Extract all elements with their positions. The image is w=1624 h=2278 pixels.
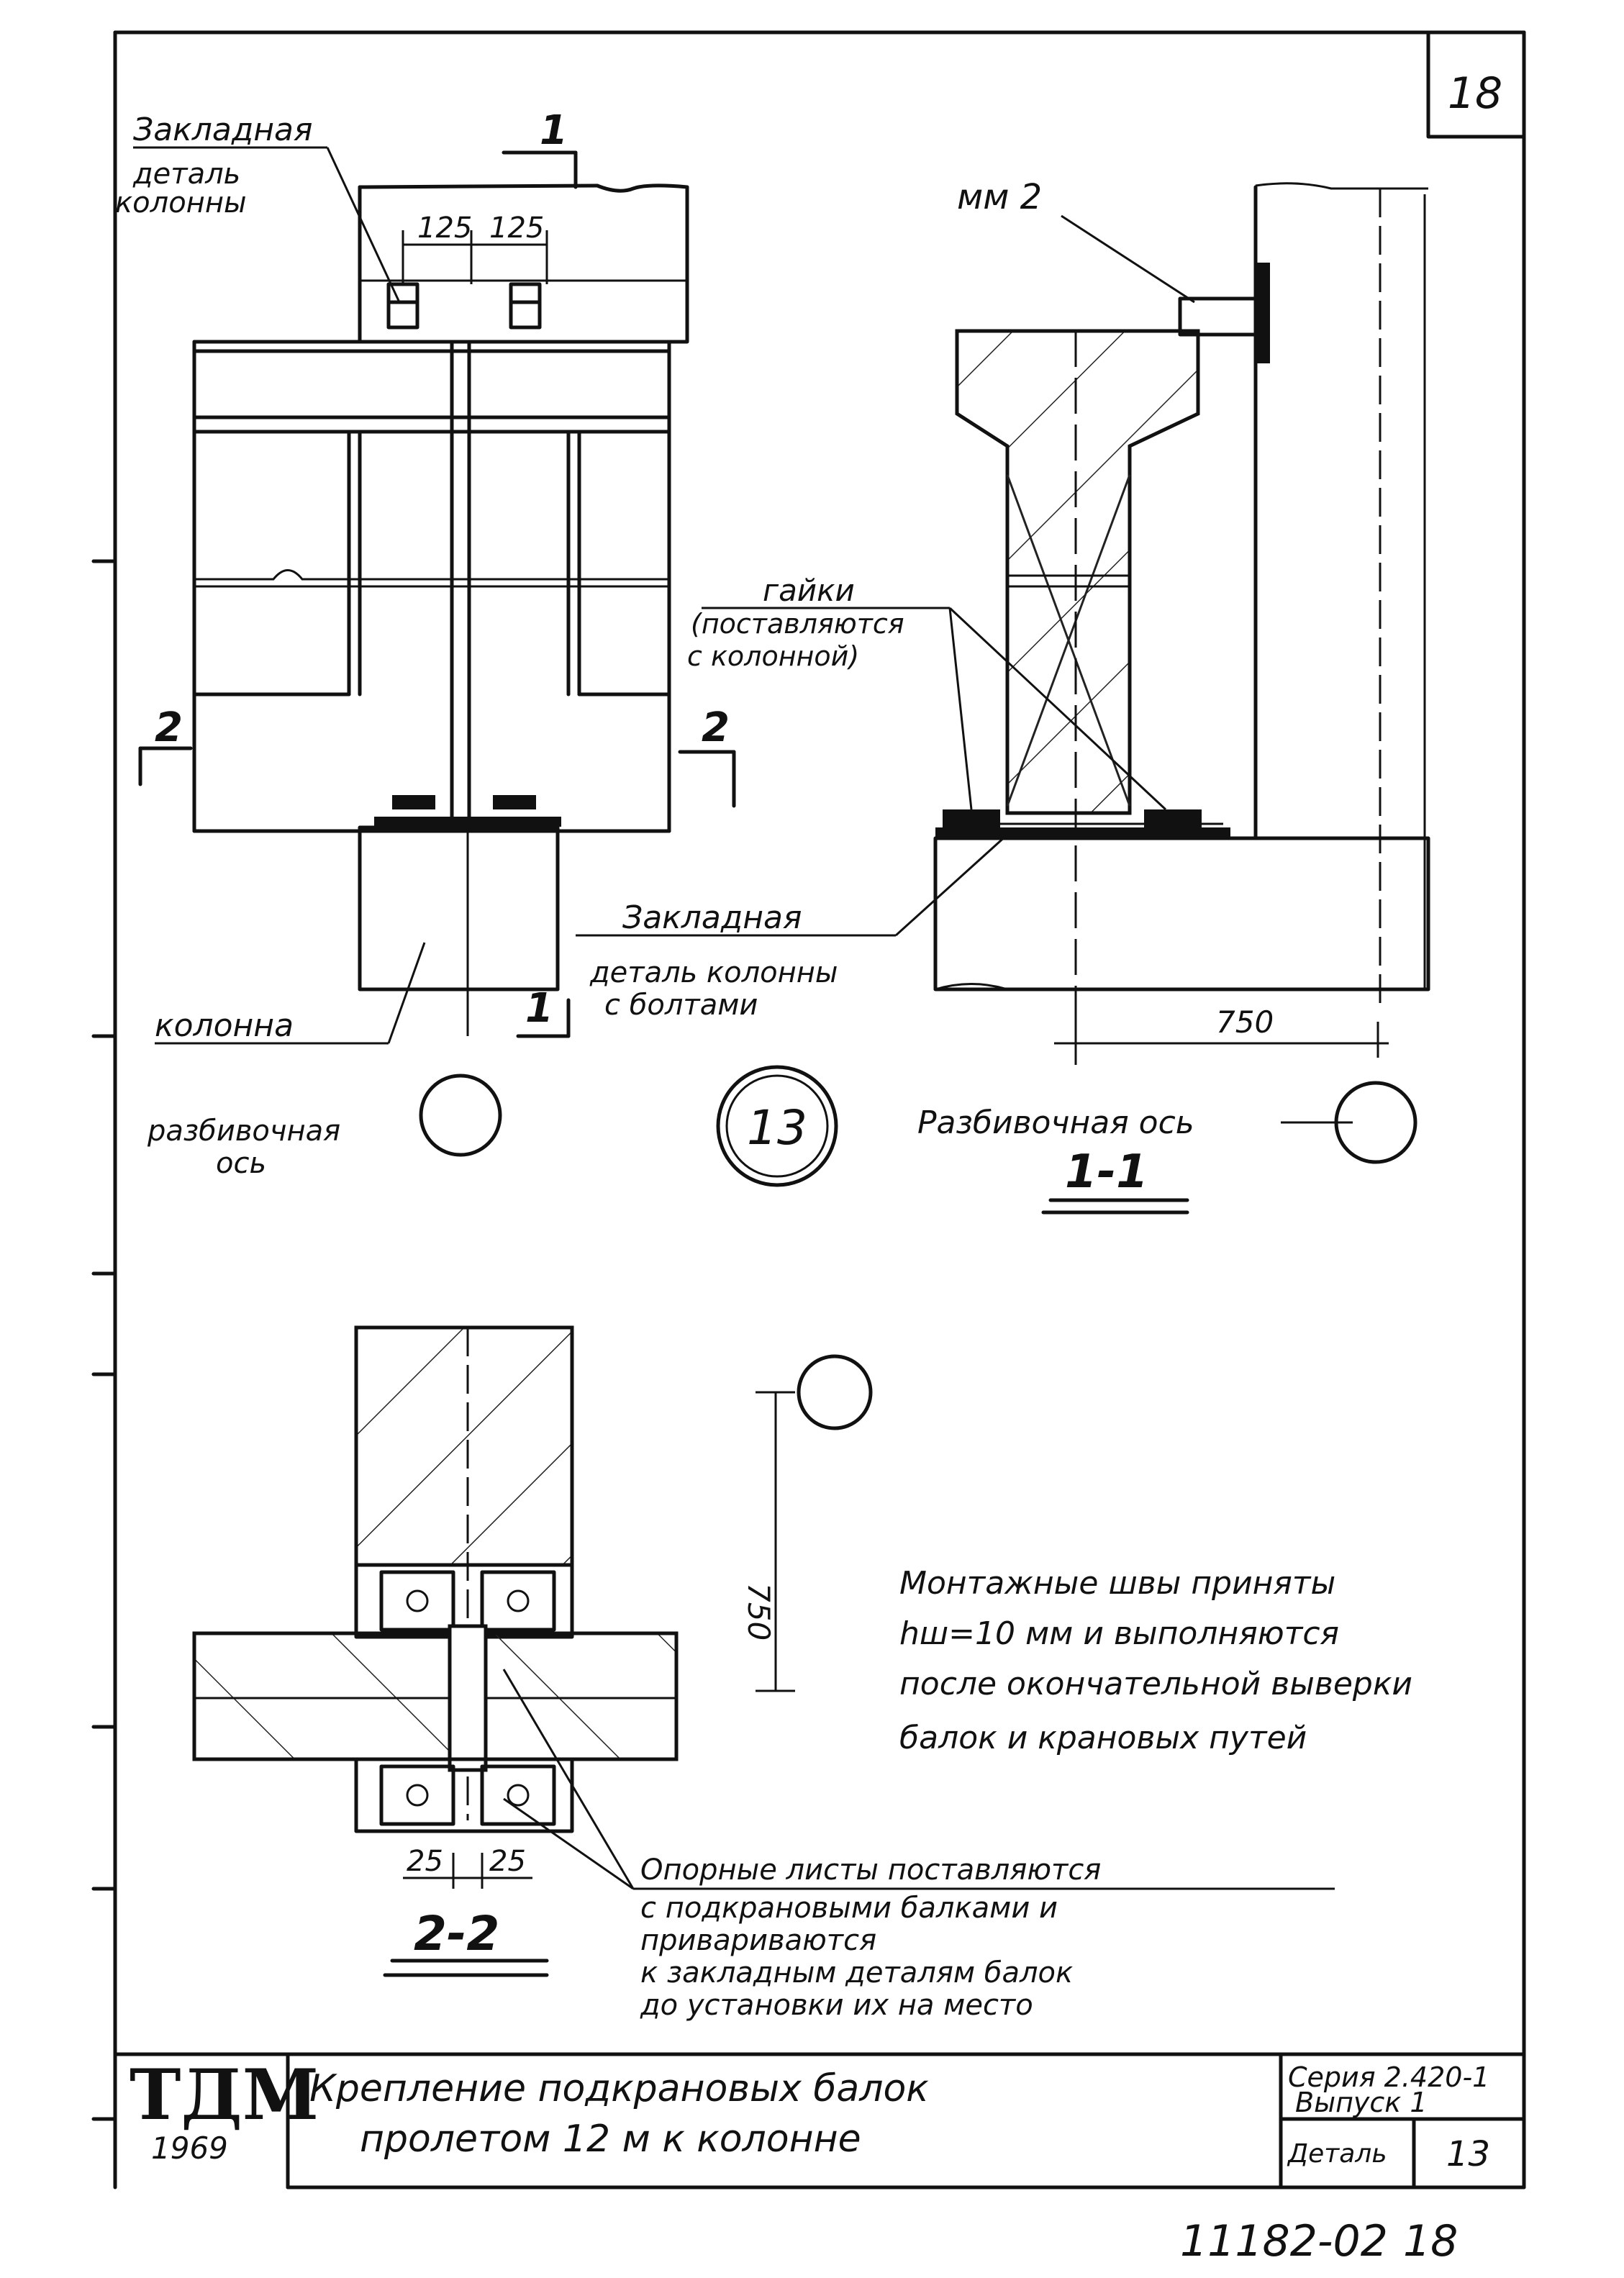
dim-25-left: 25	[407, 1845, 443, 1878]
sheet-frame	[91, 30, 1526, 2189]
title-block: ТДМ 1969 Крепление подкрановых балок про…	[113, 2052, 1526, 2189]
label-mm2: мм 2	[957, 177, 1042, 217]
section-2-2-title: 2-2	[414, 1906, 499, 1961]
year: 1969	[151, 2130, 228, 2166]
label-column: колонна	[155, 1007, 294, 1044]
title-line-2: пролетом 12 м к колонне	[360, 2118, 861, 2161]
note-welds-2: hш=10 мм и выполняются	[899, 1615, 1339, 1652]
dim-750-vertical: 750	[741, 1583, 776, 1641]
detail-value: 13	[1446, 2134, 1490, 2174]
label-nuts-3: с колонной)	[687, 640, 859, 672]
dim-right-125: 125	[489, 212, 544, 245]
label-nuts: гайки	[763, 573, 855, 608]
sheet-number-box: 18	[1426, 30, 1526, 139]
label-embedded-3: с болтами	[604, 989, 758, 1022]
note-plates-1: Опорные листы поставляются	[640, 1853, 1101, 1887]
dim-25-right: 25	[489, 1845, 526, 1878]
note-plates-2: с подкрановыми балками и	[640, 1892, 1058, 1925]
section-1-1-title: 1-1	[1065, 1145, 1148, 1199]
label-embedded-top-2: деталь	[132, 158, 240, 191]
label-axis-left-2: ось	[216, 1147, 266, 1180]
section-mark-left: 2	[155, 704, 183, 751]
note-plates-4: к закладным деталям балок	[640, 1956, 1073, 1989]
label-axis-left: разбивочная	[147, 1115, 340, 1148]
detail-label: Деталь	[1287, 2139, 1387, 2169]
series-label: Серия 2.420-1	[1288, 2061, 1489, 2093]
note-welds-1: Монтажные швы приняты	[899, 1565, 1335, 1602]
footer-sheet: 18	[1403, 2216, 1458, 2266]
org-logo: ТДМ	[130, 2054, 319, 2136]
footer: 11182-02 18	[1180, 2216, 1458, 2266]
section-2-2-view: 750 25 25 2-2 Монтажные швы приняты hш=1…	[192, 1325, 1412, 2022]
footer-code: 11182-02	[1180, 2216, 1388, 2266]
title-line-1: Крепление подкрановых балок	[309, 2067, 929, 2110]
issue-label: Выпуск 1	[1295, 2087, 1428, 2118]
section-mark-top: 1	[540, 107, 568, 154]
note-plates-3: привариваются	[640, 1924, 876, 1957]
label-embedded-2: деталь колонны	[589, 956, 838, 989]
label-embedded-top-3: колонны	[115, 186, 247, 219]
detail-marker-number: 13	[747, 1100, 807, 1156]
label-embedded: Закладная	[622, 899, 802, 936]
note-welds-4: балок и крановых путей	[899, 1720, 1307, 1756]
section-mark-bottom: 1	[525, 985, 553, 1032]
note-plates-5: до установки их на место	[640, 1989, 1033, 2022]
section-mark-right: 2	[702, 704, 730, 751]
label-embedded-top: Закладная	[133, 112, 312, 148]
sheet-number: 18	[1448, 68, 1502, 119]
elevation-view: 1 1 2 2 125 125 Закладная деталь колонны…	[115, 107, 736, 1180]
dim-750-top: 750	[1216, 1004, 1274, 1040]
label-axis-section: Разбивочная ось	[917, 1104, 1194, 1141]
axis-marker-left	[419, 1074, 502, 1157]
note-welds-3: после окончательной выверки	[899, 1666, 1412, 1702]
label-nuts-2: (поставляются	[691, 608, 904, 640]
dim-left-125: 125	[417, 212, 472, 245]
axis-marker-section-2	[797, 1354, 873, 1430]
detail-marker: 13	[716, 1065, 838, 1187]
section-1-1-view: мм 2 гайки (поставляются с колонной) Зак…	[576, 177, 1430, 1215]
